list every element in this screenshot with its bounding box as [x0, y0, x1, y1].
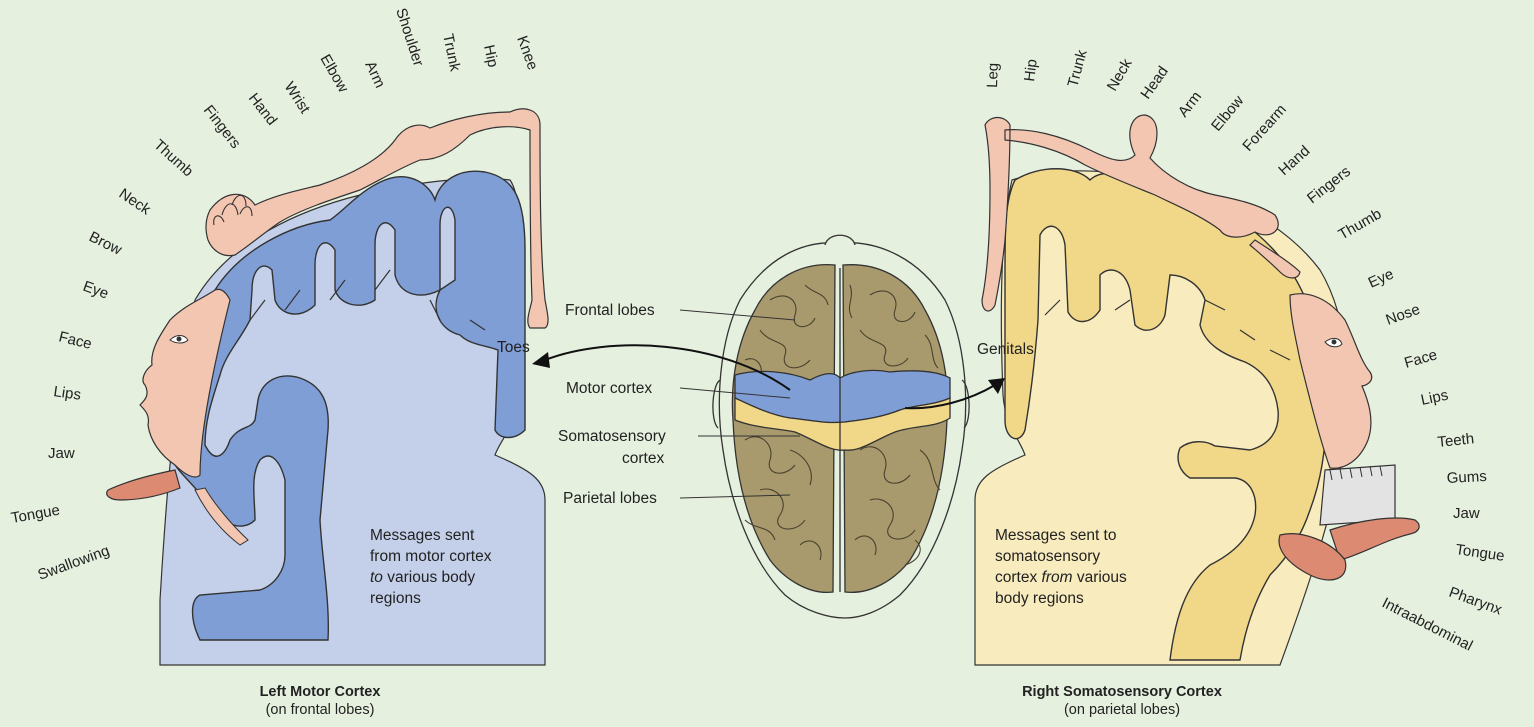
sensory-caption-title: Right Somatosensory Cortex: [1022, 684, 1222, 700]
motor-label-lips: Lips: [52, 383, 82, 404]
motor-label-shoulder: Shoulder: [392, 6, 427, 68]
sensory-message-line-1: Messages sent to: [995, 527, 1116, 544]
central-brain: [713, 235, 969, 618]
sensory-label-hand: Hand: [1275, 142, 1313, 179]
sensory-message-line-3: cortex from various: [995, 569, 1127, 586]
motor-label-jaw: Jaw: [48, 445, 75, 462]
motor-label-arm: Arm: [361, 59, 388, 91]
motor-label-eye: Eye: [81, 278, 111, 303]
motor-caption-sub: (on frontal lobes): [266, 702, 375, 718]
sensory-label-arm: Arm: [1175, 88, 1205, 120]
motor-label-thumb: Thumb: [150, 136, 196, 180]
label-cortex: cortex: [622, 450, 664, 467]
label-frontal-lobes: Frontal lobes: [565, 302, 655, 319]
motor-caption-title: Left Motor Cortex: [260, 684, 381, 700]
motor-message-line-4: regions: [370, 590, 421, 607]
sensory-label-thumb: Thumb: [1336, 205, 1385, 243]
motor-message-line-1: Messages sent: [370, 527, 475, 544]
sensory-tongue: [1330, 518, 1419, 560]
motor-cortex-section: [107, 109, 548, 665]
sensory-message-line-2: somatosensory: [995, 548, 1100, 565]
label-motor-cortex: Motor cortex: [566, 380, 652, 397]
sensory-label-nose: Nose: [1384, 301, 1423, 329]
motor-label-knee: Knee: [513, 34, 541, 73]
sensory-caption-sub: (on parietal lobes): [1064, 702, 1180, 718]
motor-label-elbow: Elbow: [317, 52, 352, 96]
sensory-label-trunk: Trunk: [1064, 48, 1090, 89]
sensory-label-neck: Neck: [1104, 55, 1136, 94]
motor-label-tongue: Tongue: [10, 502, 61, 527]
motor-label-fingers: Fingers: [200, 102, 244, 152]
sensory-label-gums: Gums: [1446, 468, 1487, 487]
motor-label-hip: Hip: [480, 43, 501, 69]
sensory-label-elbow: Elbow: [1208, 92, 1247, 134]
toes-label: Toes: [497, 339, 530, 356]
sensory-label-jaw: Jaw: [1453, 505, 1480, 522]
motor-label-wrist: Wrist: [281, 79, 314, 117]
sensory-label-lips: Lips: [1419, 387, 1449, 409]
sensory-label-face: Face: [1402, 346, 1439, 372]
sensory-label-forearm: Forearm: [1239, 101, 1290, 155]
motor-label-hand: Hand: [245, 90, 280, 129]
sensory-label-head: Head: [1137, 63, 1171, 102]
motor-message-line-2: from motor cortex: [370, 548, 492, 565]
sensory-label-fingers: Fingers: [1304, 163, 1354, 207]
motor-message-line-3: to various body: [370, 569, 475, 586]
motor-label-brow: Brow: [86, 228, 124, 258]
sensory-message-line-4: body regions: [995, 590, 1084, 607]
sensory-label-teeth: Teeth: [1437, 430, 1475, 451]
sensory-label-leg: Leg: [984, 63, 1002, 89]
sensory-label-pharynx: Pharynx: [1447, 584, 1505, 619]
sensory-label-tongue: Tongue: [1454, 541, 1505, 565]
genitals-label: Genitals: [977, 341, 1034, 358]
label-somatosensory: Somatosensory: [558, 428, 666, 445]
label-parietal-lobes: Parietal lobes: [563, 490, 657, 507]
motor-label-face: Face: [57, 328, 93, 353]
motor-label-trunk: Trunk: [439, 32, 464, 73]
sensory-label-hip: Hip: [1021, 58, 1041, 82]
motor-label-neck: Neck: [116, 185, 154, 218]
motor-label-swallowing: Swallowing: [36, 542, 112, 584]
sensory-label-eye: Eye: [1366, 266, 1397, 292]
